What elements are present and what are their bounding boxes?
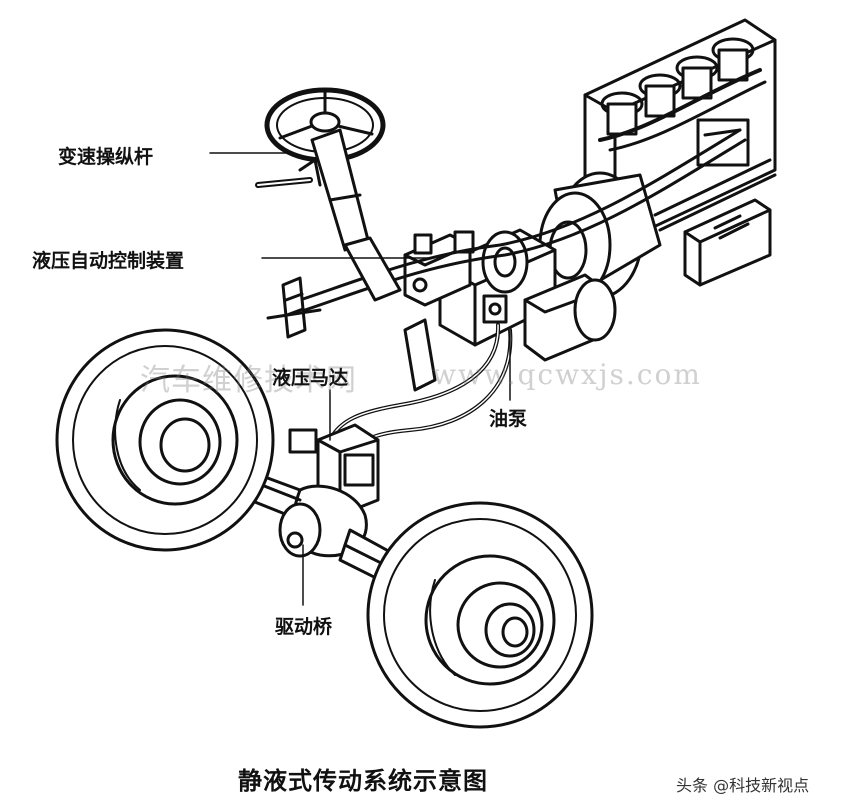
label-hydraulic-control: 液压自动控制装置 <box>32 250 185 272</box>
label-oil-pump: 油泵 <box>489 408 528 430</box>
brand-attribution: 头条 @科技新视点 <box>676 776 810 795</box>
label-hydraulic-motor: 液压马达 <box>272 367 349 389</box>
control-cables <box>298 128 747 312</box>
right-wheel <box>366 501 594 729</box>
leader-lines <box>209 152 511 606</box>
label-shift-lever: 变速操纵杆 <box>58 146 154 168</box>
label-drive-axle: 驱动桥 <box>275 616 333 638</box>
oil-pump-unit <box>438 228 617 362</box>
battery <box>683 198 772 287</box>
pedals <box>266 276 437 392</box>
left-wheel <box>55 328 275 552</box>
steering-wheel <box>255 87 402 302</box>
watermark-site-name: 汽车维修技术网 <box>140 363 357 398</box>
watermark-url: www.qcwxjs.com <box>432 358 702 391</box>
figure-caption: 静液式传动系统示意图 <box>238 767 488 795</box>
